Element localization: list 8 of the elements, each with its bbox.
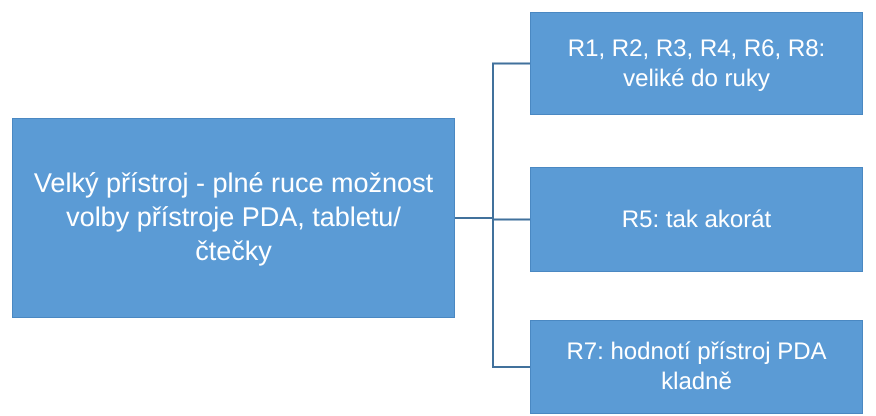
process-box [12,118,455,318]
process-box [530,320,863,414]
box-text: R1, R2, R3, R4, R6, R8: veliké do ruky [566,34,826,94]
box-text: R5: tak akorát [622,204,772,234]
box-text: R7: hodnotí přístroj PDA kladně [565,337,828,397]
process-box [530,12,863,115]
box-text: Velký přístroj - plné ruce možnost volby přístroje PDA, tabletu/ čtečky [32,167,434,268]
process-box [530,167,863,272]
